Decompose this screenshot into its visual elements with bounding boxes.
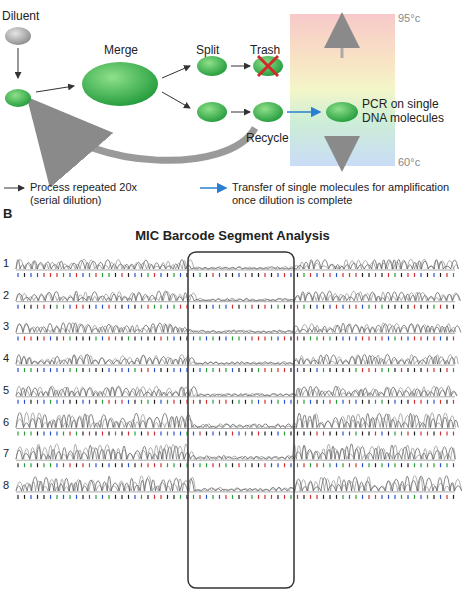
trace-line [16, 323, 456, 333]
pcr-droplet [326, 102, 358, 122]
temperature-label: 60°c [398, 156, 420, 169]
diluent-droplet [5, 27, 31, 45]
trace-line [16, 259, 458, 269]
row-number: 3 [3, 320, 9, 333]
trace-line [16, 291, 459, 301]
trace-line [16, 444, 456, 459]
trace-line [16, 259, 458, 269]
sample-droplet [5, 89, 31, 107]
merged-droplet [82, 62, 158, 106]
row-number: 8 [3, 479, 9, 492]
trace-line [16, 413, 458, 428]
step-label: Trash [250, 44, 280, 58]
step-label: Diluent [2, 10, 39, 24]
row-number: 1 [3, 257, 9, 270]
trace-line [16, 476, 462, 491]
chromatogram-traces [16, 259, 462, 499]
trace-line [16, 444, 455, 459]
trace-line [16, 476, 462, 491]
temperature-label: 95°c [398, 12, 420, 25]
trash-droplet [253, 56, 283, 76]
legend-line [200, 187, 226, 189]
trace-line [16, 354, 458, 364]
trace-line [16, 412, 456, 427]
trace-line [16, 386, 457, 396]
panel-letter: B [3, 207, 12, 222]
step-label: Split [196, 44, 219, 58]
trace-line [16, 323, 461, 333]
row-number: 6 [3, 416, 9, 429]
recycle-arrow [45, 118, 255, 160]
row-number: 4 [3, 352, 9, 365]
row-number: 7 [3, 447, 9, 460]
step-label: Recycle [246, 132, 289, 146]
highlight-box [188, 252, 294, 588]
temperature-band [290, 14, 395, 166]
trace-line [16, 291, 460, 301]
step-label: Merge [104, 44, 138, 58]
legend-line [4, 188, 24, 189]
step-label: PCR on single DNA molecules [362, 98, 452, 126]
chart-title: MIC Barcode Segment Analysis [0, 229, 465, 244]
row-number: 5 [3, 384, 9, 397]
legend-text: Transfer of single molecules for amplifi… [232, 181, 457, 206]
trace-line [16, 386, 457, 396]
row-number: 2 [3, 289, 9, 302]
legend-text: Process repeated 20x (serial dilution) [30, 181, 160, 206]
